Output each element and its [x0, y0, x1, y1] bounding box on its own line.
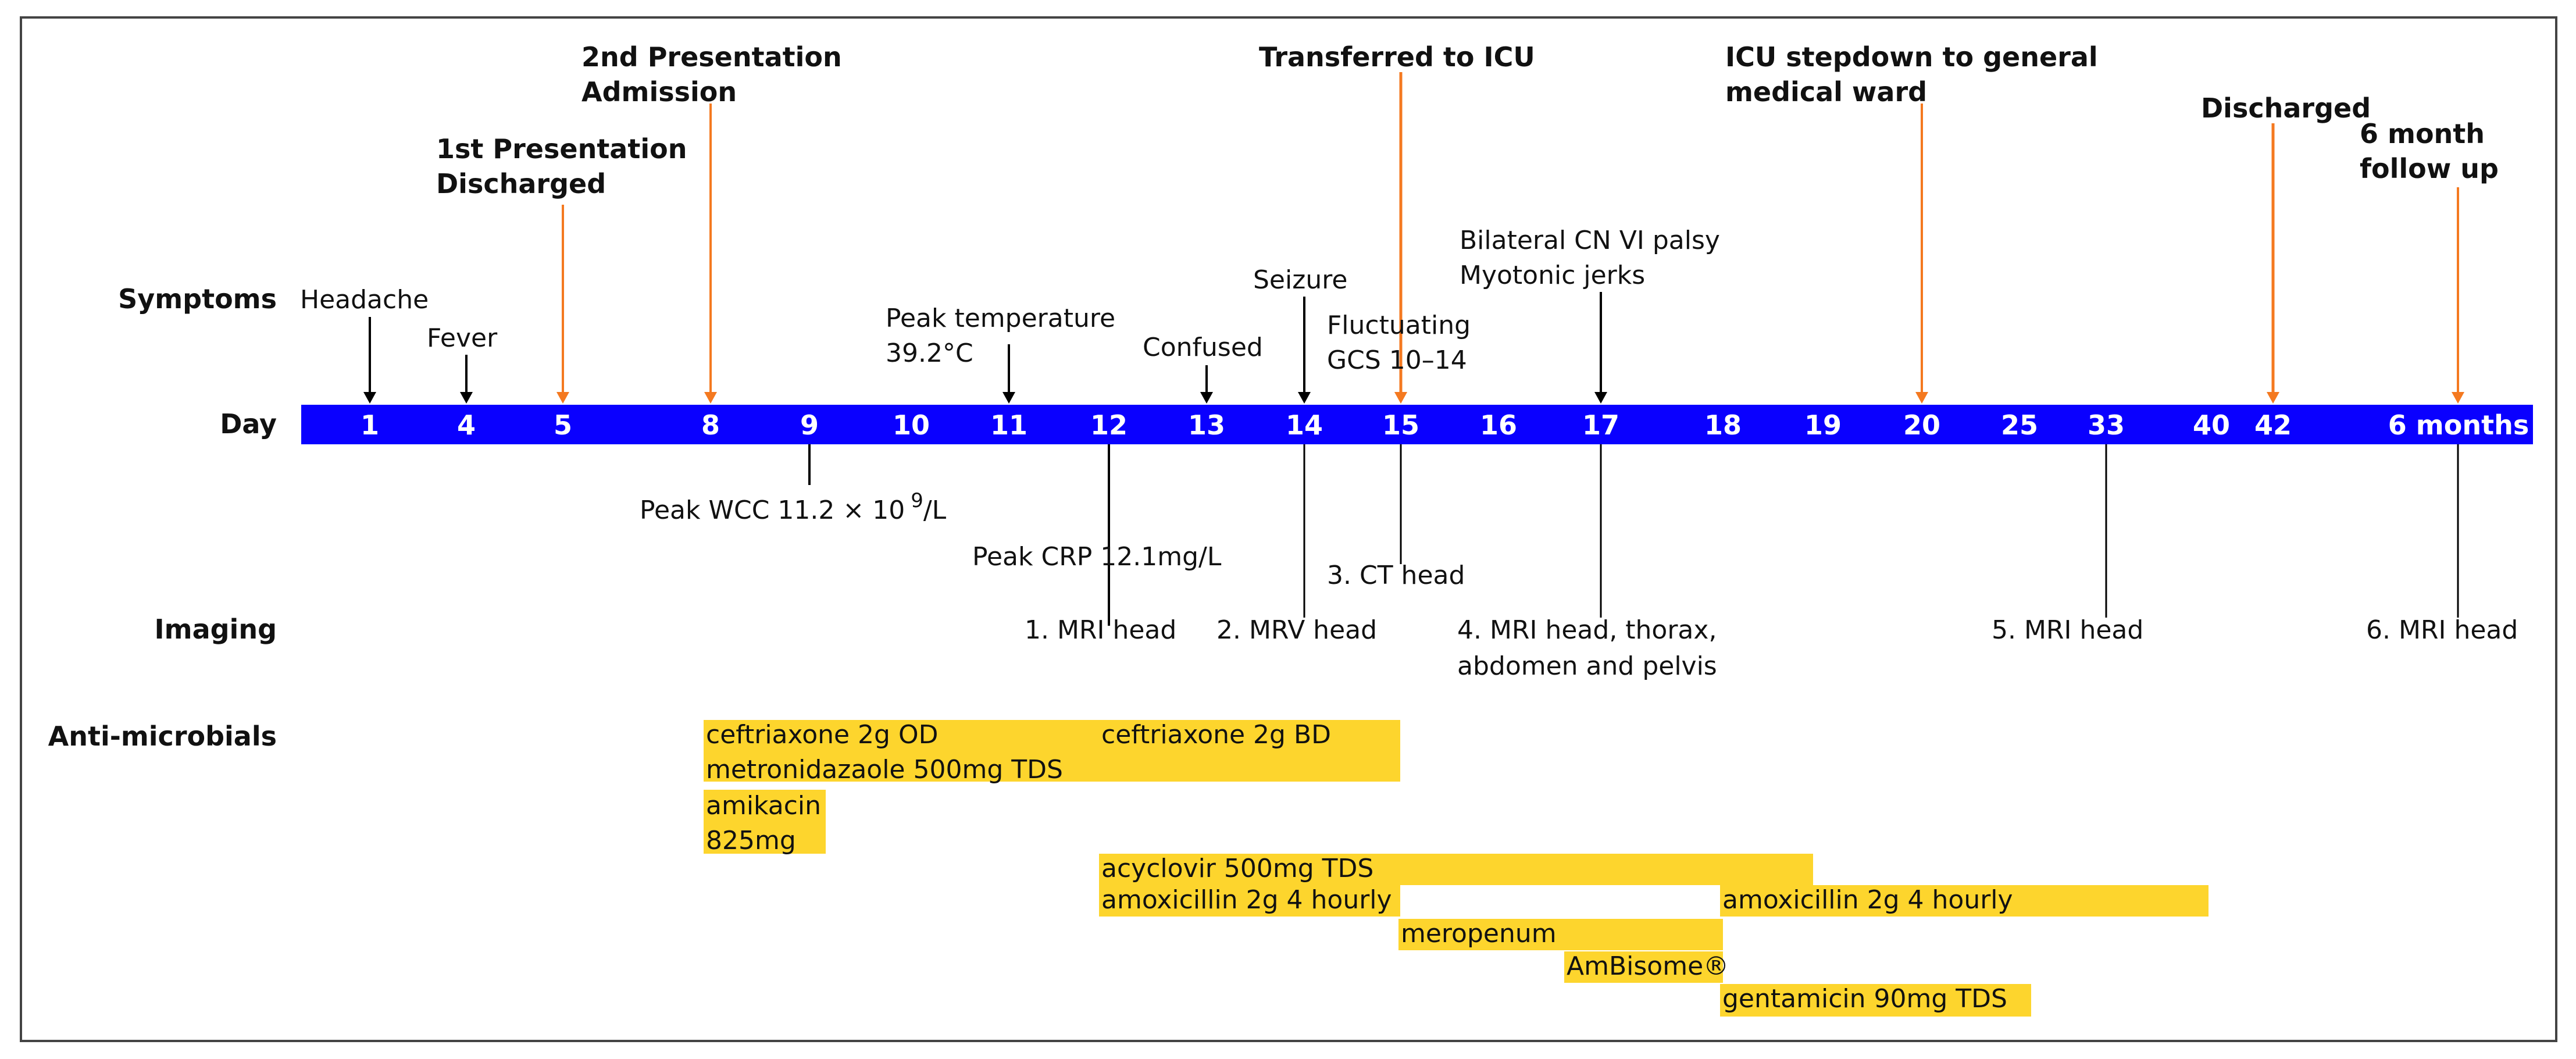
symptom-bilateral-cn-vi-palsy-arrow-arrowhead	[1594, 392, 1607, 404]
symptom-peak-temperature-arrow-arrowhead	[1002, 392, 1015, 404]
drug-gentamicin-90mg-tds-bar	[1720, 984, 2031, 1017]
connector-lines	[363, 72, 2464, 626]
day-label-25: 25	[2001, 409, 2038, 441]
drug-ambisome-label: AmBisome®	[1567, 951, 1729, 981]
event-6-month-follow-up-arrow-arrowhead	[2452, 392, 2464, 404]
symptom-confused-label: Confused	[1143, 333, 1263, 362]
event-transferred-to-icu-label: Transferred to ICU	[1259, 41, 1535, 73]
timeline-bar	[301, 405, 2533, 444]
day-label-42: 42	[2254, 409, 2292, 441]
drug-ceftriaxone-2g-od-bar	[704, 720, 1105, 755]
drug-ceftriaxone-2g-bd-bar	[1099, 720, 1400, 755]
day-label-11: 11	[990, 409, 1027, 441]
antimicrobial-bars	[704, 720, 2208, 1017]
drug-ceftriaxone-2g-od-label: ceftriaxone 2g OD	[706, 720, 938, 750]
event-discharged-arrow-arrowhead	[2267, 392, 2279, 404]
day-label-13: 13	[1188, 409, 1225, 441]
day-label-40: 40	[2193, 409, 2230, 441]
symptom-seizure-arrow-arrowhead	[1298, 392, 1311, 404]
imaging-5-mri-head-label: 5. MRI head	[1992, 615, 2143, 645]
drug-meropenum-label: meropenum	[1401, 919, 1557, 949]
row-label-antimicrobials: Anti-microbials	[48, 721, 277, 752]
imaging-1-mri-head-label: 1. MRI head	[1025, 615, 1176, 645]
figure-frame	[20, 16, 2557, 1042]
drug-amikacin-825mg-bar	[704, 790, 826, 854]
symptom-seizure-label: Seizure	[1253, 265, 1347, 295]
event-2nd-presentation-admission-arrow-arrowhead	[704, 392, 717, 404]
day-label-18: 18	[1704, 409, 1742, 441]
day-label-12: 12	[1090, 409, 1128, 441]
imaging-6-mri-head-label: 6. MRI head	[2366, 615, 2518, 645]
drug-amoxicillin-2g-4-hourly-second-course-bar	[1720, 885, 2208, 917]
day-label-20: 20	[1903, 409, 1940, 441]
row-label-day: Day	[220, 408, 277, 440]
drug-gentamicin-90mg-tds-label: gentamicin 90mg TDS	[1722, 984, 2007, 1014]
drug-metronidazaole-500mg-tds-bar	[704, 755, 1400, 782]
drug-amoxicillin-2g-4-hourly-label: amoxicillin 2g 4 hourly	[1101, 885, 1392, 915]
drug-ceftriaxone-2g-bd-label: ceftriaxone 2g BD	[1101, 720, 1331, 750]
day-label-9: 9	[800, 409, 819, 441]
row-label-imaging: Imaging	[155, 614, 277, 645]
day-label-33: 33	[2088, 409, 2125, 441]
drug-ambisome-bar	[1564, 951, 1723, 983]
drug-meropenum-bar	[1398, 919, 1723, 950]
day-label-10: 10	[893, 409, 930, 441]
lab-peak-crp-12-1mg-l-label: Peak CRP 12.1mg/L	[972, 542, 1222, 572]
day-label-1: 1	[361, 409, 379, 441]
day-label-17: 17	[1582, 409, 1619, 441]
day-label-5: 5	[554, 409, 572, 441]
event-discharged-label: Discharged	[2201, 92, 2371, 124]
symptom-headache-arrow-arrowhead	[363, 392, 376, 404]
drug-metronidazaole-500mg-tds-label: metronidazaole 500mg TDS	[706, 755, 1063, 785]
day-label-8: 8	[701, 409, 720, 441]
drug-acyclovir-500mg-tds-label: acyclovir 500mg TDS	[1101, 854, 1373, 883]
symptom-fever-label: Fever	[427, 323, 498, 353]
symptom-headache-label: Headache	[300, 285, 429, 315]
imaging-3-ct-head-label: 3. CT head	[1327, 561, 1465, 590]
symptom-confused-arrow-arrowhead	[1200, 392, 1213, 404]
imaging-4-mri-head-thorax-label: 4. MRI head, thorax,abdomen and pelvis	[1457, 615, 1717, 681]
symptom-fluctuating-arrow-arrowhead	[1394, 392, 1407, 404]
day-label-14: 14	[1286, 409, 1323, 441]
imaging-2-mrv-head-label: 2. MRV head	[1216, 615, 1377, 645]
row-label-symptoms: Symptoms	[118, 283, 277, 315]
event-icu-stepdown-to-general-medical-ward-arrow-arrowhead	[1915, 392, 1928, 404]
day-label-15: 15	[1382, 409, 1419, 441]
drug-amoxicillin-2g-4-hourly-second-course-label: amoxicillin 2g 4 hourly	[1722, 885, 2013, 915]
day-label-16: 16	[1480, 409, 1517, 441]
symptom-fever-arrow-arrowhead	[460, 392, 473, 404]
day-label-4: 4	[457, 409, 476, 441]
event-1st-presentation-discharged-arrow-arrowhead	[556, 392, 569, 404]
drug-acyclovir-500mg-tds-bar	[1099, 854, 1813, 885]
day-label-19: 19	[1804, 409, 1842, 441]
drug-amoxicillin-2g-4-hourly-bar	[1099, 885, 1400, 917]
day-label-6-months: 6 months	[2388, 409, 2529, 441]
